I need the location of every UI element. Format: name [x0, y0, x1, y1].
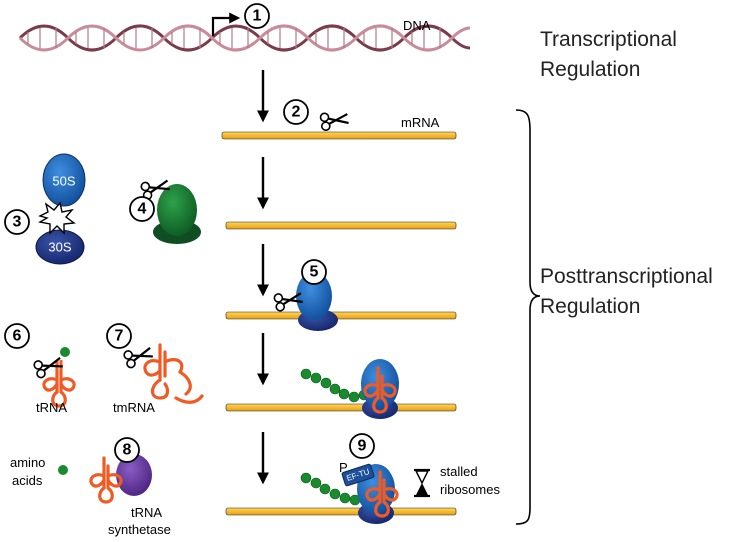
50s-label: 50S [52, 174, 75, 189]
step-2-marker: 2 [283, 99, 309, 125]
svg-text:6: 6 [13, 328, 22, 345]
transcriptional-heading-line1: Transcriptional [540, 28, 677, 51]
svg-text:7: 7 [115, 328, 124, 345]
amino-label-line2: acids [12, 473, 43, 488]
hourglass-icon [414, 468, 430, 498]
svg-text:2: 2 [292, 104, 301, 121]
step-8-marker: 8 [114, 437, 140, 463]
stalled-label-line1: stalled [440, 464, 478, 479]
regulation-brace [515, 109, 541, 525]
scissors-icon [122, 342, 156, 370]
ribosome-step5 [296, 272, 338, 331]
tmrna-molecule [143, 343, 204, 404]
amino-label-line1: amino [10, 455, 45, 470]
nascent-peptide-row5 [300, 472, 361, 506]
step-1-marker: 1 [244, 3, 270, 29]
promoter-arrow [211, 12, 241, 36]
svg-text:4: 4 [138, 201, 147, 218]
step-7-marker: 7 [106, 323, 132, 349]
amino-acid-icon [58, 465, 68, 475]
ef-tu-box [341, 463, 375, 487]
posttranscriptional-heading-line1: Posttranscriptional [540, 265, 713, 288]
ribosome-subunits: 50S 30S [35, 153, 86, 265]
synthetase-label-line1: tRNA [131, 505, 162, 520]
svg-text:9: 9 [358, 438, 367, 455]
mrna-bars [221, 131, 457, 516]
mrna-label: mRNA [401, 115, 440, 130]
tmrna-label: tmRNA [113, 400, 155, 415]
scissors-icon [318, 109, 351, 132]
svg-text:5: 5 [310, 264, 319, 281]
svg-text:3: 3 [13, 214, 22, 231]
svg-text:1: 1 [253, 8, 262, 25]
step-9-marker: 9 [349, 433, 375, 459]
rnase-enzyme [153, 184, 201, 244]
step-6-marker: 6 [4, 323, 30, 349]
step-3-marker: 3 [4, 209, 30, 235]
step-5-marker: 5 [301, 259, 327, 285]
stalled-label-line2: ribosomes [440, 482, 500, 497]
synthetase-enzyme [116, 454, 152, 496]
step-markers: 1 2 3 4 5 6 7 8 9 [4, 3, 375, 463]
dna-helix [18, 24, 471, 52]
trna-step6 [42, 347, 76, 408]
trna-label: tRNA [36, 400, 67, 415]
nascent-peptide-row4 [300, 368, 370, 403]
synthetase-label-line2: synthetase [108, 522, 171, 537]
svg-text:8: 8 [123, 442, 132, 459]
30s-label: 30S [48, 240, 71, 255]
dissociation-burst-icon [38, 201, 76, 235]
dna-label: DNA [403, 18, 431, 33]
p-label: P [339, 460, 348, 475]
posttranscriptional-heading-line2: Regulation [540, 295, 640, 318]
step-4-marker: 4 [129, 196, 155, 222]
transcriptional-heading-line2: Regulation [540, 58, 640, 81]
